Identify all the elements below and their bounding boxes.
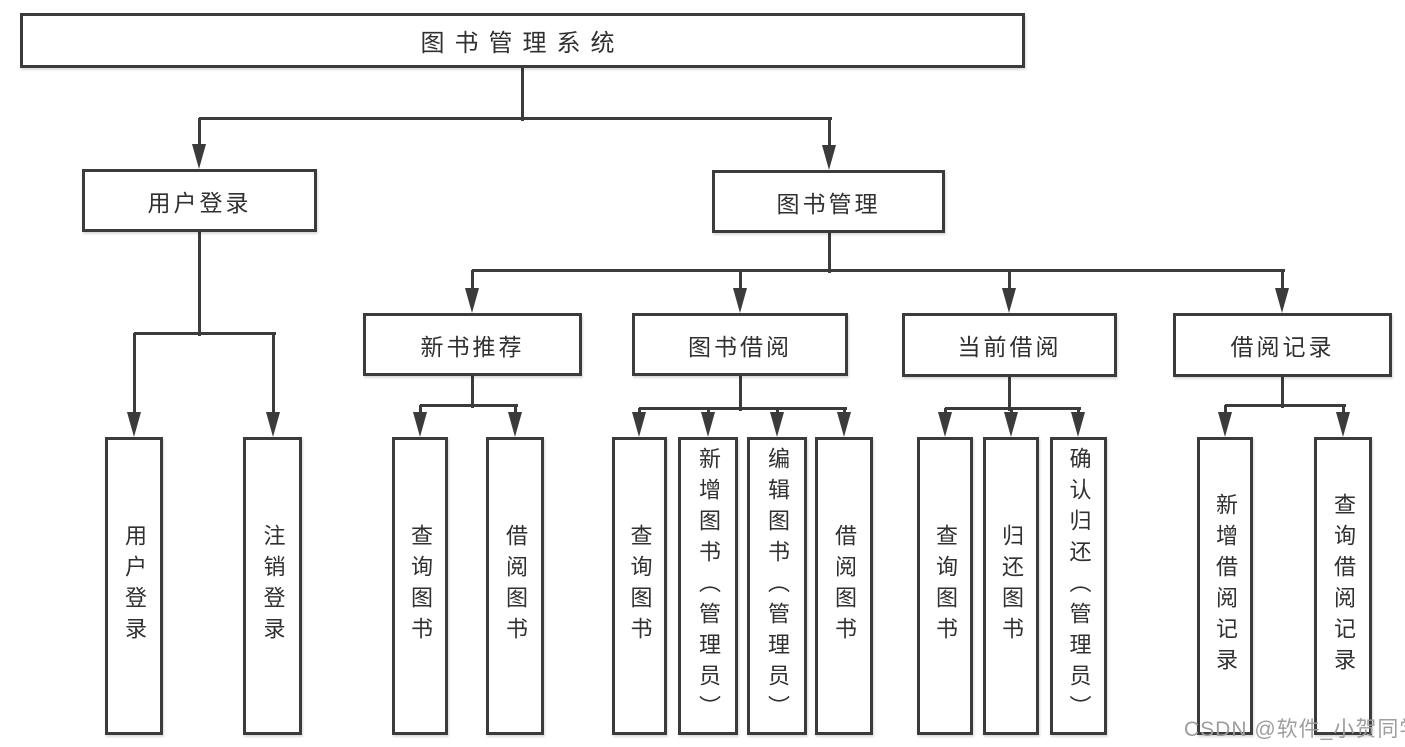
connector-line (1224, 405, 1227, 416)
connector-line (199, 117, 832, 120)
connector-line (739, 270, 742, 292)
connector-line (1225, 404, 1346, 407)
arrow-down-icon (1275, 288, 1289, 313)
arrow-down-icon (413, 412, 427, 437)
connector-line (739, 376, 742, 411)
arrow-down-icon (1218, 412, 1232, 437)
leaf-borrow-books: 借阅图书 (815, 437, 873, 735)
leaf-confirm-return-admin: 确认归还（管理员） (1050, 437, 1107, 735)
connector-line (272, 333, 275, 416)
leaf-edit-books-admin: 编辑图书（管理员） (747, 437, 807, 735)
arrow-down-icon (632, 412, 646, 437)
leaf-label: 编辑图书（管理员） (765, 446, 790, 726)
leaf-logout: 注销登录 (243, 437, 302, 735)
leaf-label: 查询图书 (627, 524, 653, 648)
arrow-down-icon (822, 145, 836, 170)
arrow-down-icon (701, 412, 715, 437)
leaf-label: 借阅图书 (832, 524, 857, 648)
leaf-query-books-current: 查询图书 (917, 437, 973, 735)
arrow-down-icon (1004, 412, 1018, 437)
leaf-label: 确认归还（管理员） (1066, 446, 1092, 726)
leaf-query-books-recommend: 查询图书 (392, 437, 448, 735)
arrow-down-icon (733, 288, 747, 313)
node-new-book-recommend: 新书推荐 (363, 313, 582, 376)
node-label: 图书管理 (776, 190, 881, 217)
connector-line (521, 68, 524, 121)
leaf-label: 新增图书（管理员） (696, 446, 721, 726)
connector-line (1008, 270, 1011, 292)
leaf-label: 新增借阅记录 (1213, 493, 1238, 679)
arrow-down-icon (770, 412, 784, 437)
arrow-down-icon (1002, 288, 1016, 313)
leaf-query-borrow-record: 查询借阅记录 (1314, 437, 1372, 735)
arrow-down-icon (192, 144, 206, 169)
leaf-label: 用户登录 (122, 524, 147, 648)
node-label: 新书推荐 (420, 333, 525, 360)
arrow-down-icon (508, 412, 522, 437)
leaf-label: 查询图书 (933, 524, 958, 648)
connector-line (945, 407, 1081, 410)
connector-line (828, 233, 831, 273)
connector-line (471, 376, 474, 408)
leaf-label: 查询图书 (408, 524, 433, 648)
node-label: 借阅记录 (1230, 334, 1335, 360)
connector-line (133, 333, 136, 416)
arrow-down-icon (837, 412, 851, 437)
connector-line (1281, 377, 1284, 408)
leaf-label: 注销登录 (260, 524, 286, 648)
connector-line (471, 270, 474, 292)
leaf-borrow-books-recommend: 借阅图书 (486, 437, 544, 735)
leaf-query-books-borrow: 查询图书 (612, 437, 667, 735)
leaf-label: 归还图书 (999, 524, 1024, 648)
leaf-add-books-admin: 新增图书（管理员） (678, 437, 738, 735)
connector-line (198, 118, 201, 148)
node-library-management-system: 图书管理系统 (20, 13, 1025, 68)
node-label: 当前借阅 (957, 334, 1062, 360)
leaf-return-books: 归还图书 (983, 437, 1039, 735)
leaf-user-login: 用户登录 (105, 437, 163, 735)
leaf-label: 查询借阅记录 (1331, 493, 1356, 679)
connector-line (514, 405, 517, 416)
node-current-borrow: 当前借阅 (902, 313, 1117, 377)
arrow-down-icon (127, 412, 141, 437)
connector-line (472, 269, 1285, 272)
arrow-down-icon (465, 288, 479, 313)
connector-line (420, 404, 518, 407)
node-label: 图书管理系统 (420, 30, 625, 57)
connector-line (828, 118, 831, 149)
connector-line (1281, 270, 1284, 292)
node-book-management: 图书管理 (712, 170, 945, 233)
watermark: CSDN @软件_小贺同学 (1184, 718, 1405, 741)
arrow-down-icon (1336, 412, 1350, 437)
connector-line (134, 332, 276, 335)
connector-line (1008, 377, 1011, 411)
connector-line (198, 232, 201, 336)
node-book-borrow: 图书借阅 (632, 313, 848, 376)
connector-line (639, 407, 847, 410)
leaf-add-borrow-record: 新增借阅记录 (1197, 437, 1253, 735)
arrow-down-icon (266, 412, 280, 437)
connector-line (1342, 405, 1345, 416)
node-label: 图书借阅 (688, 333, 792, 360)
connector-line (419, 405, 422, 416)
node-borrow-records: 借阅记录 (1173, 313, 1392, 377)
node-user-login: 用户登录 (82, 169, 317, 232)
arrow-down-icon (938, 412, 952, 437)
node-label: 用户登录 (147, 189, 252, 216)
leaf-label: 借阅图书 (503, 524, 528, 648)
arrow-down-icon (1071, 412, 1085, 437)
